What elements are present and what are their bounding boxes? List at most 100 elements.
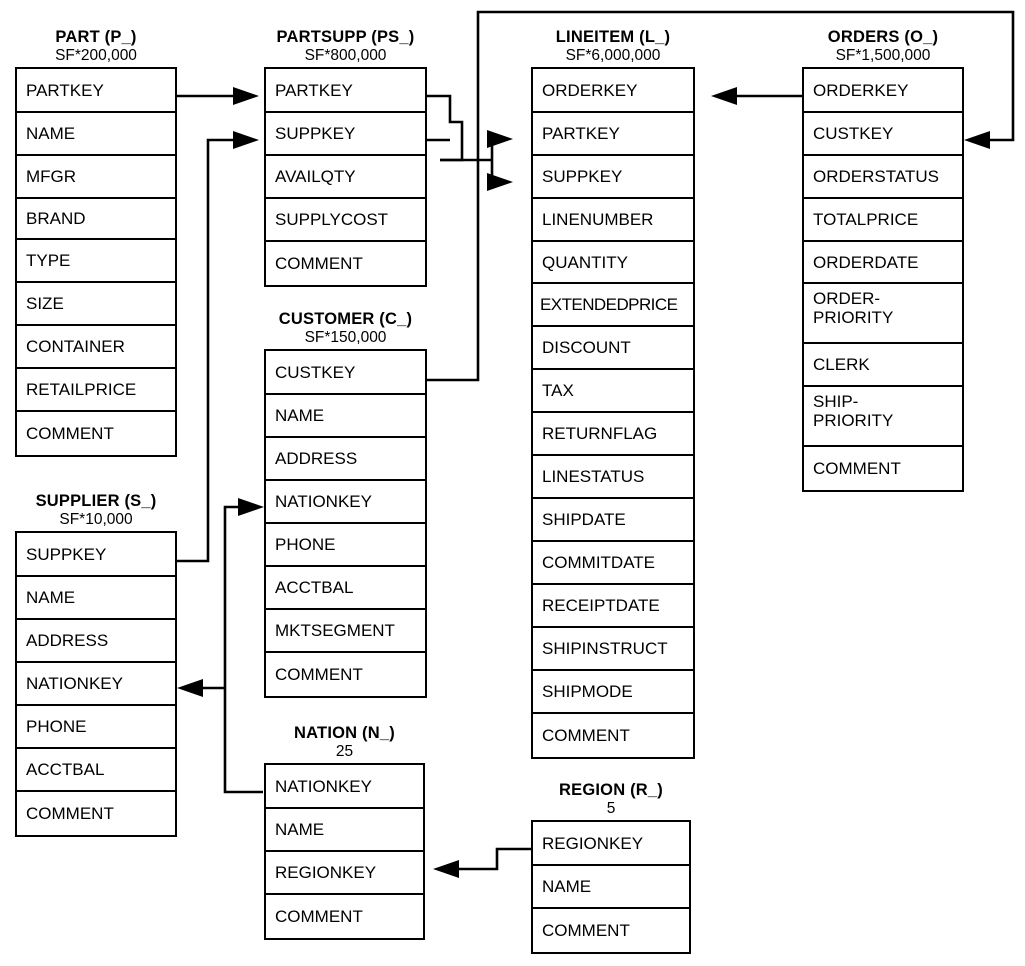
table-row[interactable]: NATIONKEY: [17, 663, 175, 706]
table-region: REGION (R_) 5 REGIONKEY NAME COMMENT: [531, 781, 691, 954]
table-row[interactable]: AVAILQTY: [266, 156, 425, 199]
table-row[interactable]: RETURNFLAG: [533, 413, 693, 456]
connector-region-to-nation: [433, 847, 531, 878]
table-row[interactable]: ACCTBAL: [17, 749, 175, 792]
table-row[interactable]: CUSTKEY: [266, 351, 425, 395]
table-row[interactable]: ADDRESS: [266, 438, 425, 481]
connector-nation-to-customer-supplier: [177, 498, 264, 794]
table-row[interactable]: SUPPKEY: [266, 113, 425, 156]
table-row[interactable]: ORDER- PRIORITY: [804, 284, 962, 344]
table-row[interactable]: PARTKEY: [266, 69, 425, 113]
table-row[interactable]: SUPPKEY: [17, 533, 175, 577]
table-nation: NATION (N_) 25 NATIONKEY NAME REGIONKEY …: [264, 724, 425, 940]
table-row[interactable]: LINENUMBER: [533, 199, 693, 242]
table-row[interactable]: CLERK: [804, 344, 962, 387]
table-row[interactable]: PHONE: [17, 706, 175, 749]
table-row[interactable]: BRAND: [17, 199, 175, 240]
table-orders-cardinality: SF*1,500,000: [835, 47, 931, 64]
table-row[interactable]: COMMENT: [275, 665, 363, 684]
table-supplier-cardinality: SF*10,000: [59, 511, 133, 528]
connector-part-to-partsupp: [177, 87, 259, 105]
table-row[interactable]: NAME: [266, 809, 423, 852]
table-row[interactable]: SHIPDATE: [533, 499, 693, 542]
connector-orders-to-lineitem: [711, 87, 802, 105]
table-lineitem: LINEITEM (L_) SF*6,000,000 ORDERKEY PART…: [531, 28, 695, 759]
table-row[interactable]: MFGR: [17, 156, 175, 199]
table-nation-title: NATION (N_): [294, 724, 395, 742]
table-row[interactable]: NAME: [533, 866, 689, 909]
table-row-line2: PRIORITY: [813, 308, 894, 327]
table-row[interactable]: ORDERKEY: [533, 69, 693, 113]
table-row[interactable]: ORDERKEY: [804, 69, 962, 113]
table-partsupp-cardinality: SF*800,000: [304, 47, 387, 64]
table-row[interactable]: QUANTITY: [533, 242, 693, 284]
table-row[interactable]: EXTENDEDPRICE: [533, 284, 693, 327]
table-partsupp-box: PARTKEY SUPPKEY AVAILQTY SUPPLYCOST COMM…: [264, 67, 427, 287]
table-row[interactable]: COMMENT: [275, 254, 363, 273]
table-row[interactable]: REGIONKEY: [533, 822, 689, 866]
table-row[interactable]: TOTALPRICE: [804, 199, 962, 242]
table-row[interactable]: COMMENT: [542, 726, 630, 745]
table-customer-title: CUSTOMER (C_): [278, 310, 413, 328]
table-lineitem-cardinality: SF*6,000,000: [565, 47, 661, 64]
table-orders: ORDERS (O_) SF*1,500,000 ORDERKEY CUSTKE…: [802, 28, 964, 492]
table-row[interactable]: ADDRESS: [17, 620, 175, 663]
table-row[interactable]: COMMENT: [26, 804, 114, 823]
table-row[interactable]: ACCTBAL: [266, 567, 425, 610]
table-row[interactable]: PARTKEY: [17, 69, 175, 113]
table-row[interactable]: SHIP- PRIORITY: [804, 387, 962, 447]
connector-partsupp-to-lineitem: [427, 94, 513, 191]
table-customer: CUSTOMER (C_) SF*150,000 CUSTKEY NAME AD…: [264, 310, 427, 698]
table-row[interactable]: LINESTATUS: [533, 456, 693, 499]
table-partsupp: PARTSUPP (PS_) SF*800,000 PARTKEY SUPPKE…: [264, 28, 427, 287]
table-row[interactable]: NAME: [17, 577, 175, 620]
table-row[interactable]: COMMENT: [275, 907, 363, 926]
table-row[interactable]: NATIONKEY: [266, 765, 423, 809]
table-row[interactable]: SHIPMODE: [533, 671, 693, 714]
table-row-line1: SHIP-: [813, 392, 859, 411]
table-row[interactable]: NAME: [266, 395, 425, 438]
connector-supplier-to-partsupp: [177, 131, 259, 563]
table-row[interactable]: CUSTKEY: [804, 113, 962, 156]
table-row[interactable]: ORDERSTATUS: [804, 156, 962, 199]
table-row[interactable]: SHIPINSTRUCT: [533, 628, 693, 671]
table-region-cardinality: 5: [606, 800, 616, 817]
table-row-line2: PRIORITY: [813, 411, 894, 430]
table-part-cardinality: SF*200,000: [55, 47, 137, 64]
table-region-title: REGION (R_): [559, 781, 663, 799]
table-lineitem-box: ORDERKEY PARTKEY SUPPKEY LINENUMBER QUAN…: [531, 67, 695, 759]
table-supplier-box: SUPPKEY NAME ADDRESS NATIONKEY PHONE ACC…: [15, 531, 177, 837]
table-row[interactable]: REGIONKEY: [266, 852, 423, 895]
table-part-box: PARTKEY NAME MFGR BRAND TYPE SIZE CONTAI…: [15, 67, 177, 457]
table-part: PART (P_) SF*200,000 PARTKEY NAME MFGR B…: [15, 28, 177, 457]
table-supplier: SUPPLIER (S_) SF*10,000 SUPPKEY NAME ADD…: [15, 492, 177, 837]
table-row[interactable]: SUPPKEY: [533, 156, 693, 199]
table-row[interactable]: ORDERDATE: [804, 242, 962, 284]
table-supplier-title: SUPPLIER (S_): [35, 492, 157, 510]
table-row[interactable]: COMMENT: [542, 921, 630, 940]
table-row-line1: ORDER-: [813, 289, 881, 308]
table-row[interactable]: SUPPLYCOST: [266, 199, 425, 242]
table-row[interactable]: PHONE: [266, 524, 425, 567]
table-row[interactable]: CONTAINER: [17, 326, 175, 369]
table-row[interactable]: COMMENT: [813, 459, 901, 478]
table-customer-box: CUSTKEY NAME ADDRESS NATIONKEY PHONE ACC…: [264, 349, 427, 698]
table-nation-box: NATIONKEY NAME REGIONKEY COMMENT: [264, 763, 425, 940]
table-row[interactable]: RETAILPRICE: [17, 369, 175, 412]
table-row[interactable]: COMMENT: [26, 424, 114, 443]
table-nation-cardinality: 25: [335, 743, 354, 760]
table-row[interactable]: RECEIPTDATE: [533, 585, 693, 628]
table-lineitem-title: LINEITEM (L_): [555, 28, 671, 46]
table-row[interactable]: NATIONKEY: [266, 481, 425, 524]
table-row[interactable]: NAME: [17, 113, 175, 156]
table-row[interactable]: DISCOUNT: [533, 327, 693, 370]
table-row[interactable]: PARTKEY: [533, 113, 693, 156]
table-row[interactable]: TAX: [533, 370, 693, 413]
table-part-title: PART (P_): [55, 28, 137, 46]
table-row[interactable]: COMMITDATE: [533, 542, 693, 585]
table-row[interactable]: TYPE: [17, 240, 175, 283]
table-row[interactable]: SIZE: [17, 283, 175, 326]
table-orders-box: ORDERKEY CUSTKEY ORDERSTATUS TOTALPRICE …: [802, 67, 964, 492]
table-row[interactable]: MKTSEGMENT: [266, 610, 425, 653]
